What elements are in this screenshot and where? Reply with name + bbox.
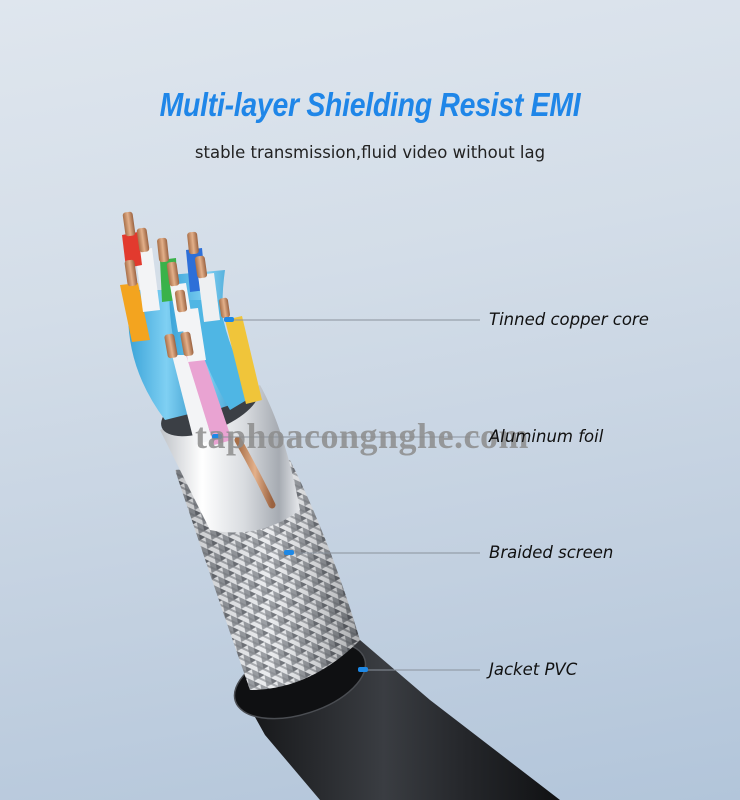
marker-aluminum-foil [212,434,222,439]
callout-label-aluminum-foil: Aluminum foil [489,427,604,446]
callout-label-braided-screen: Braided screen [489,543,614,562]
watermark-text: taphoacongnghe.com [195,416,530,456]
callout-markers [212,317,368,672]
callout-label-tinned-copper-core: Tinned copper core [489,310,649,329]
callout-lines [218,319,480,671]
inner-wire-bundle [120,211,262,445]
subtitle: stable transmission,fluid video without … [194,143,546,162]
marker-braided-screen [284,550,294,555]
marker-jacket [358,667,368,672]
callout-label-jacket-pvc: Jacket PVC [489,660,578,679]
headline-title: Multi-layer Shielding Resist EMI [159,86,581,123]
marker-copper-core [224,317,234,322]
